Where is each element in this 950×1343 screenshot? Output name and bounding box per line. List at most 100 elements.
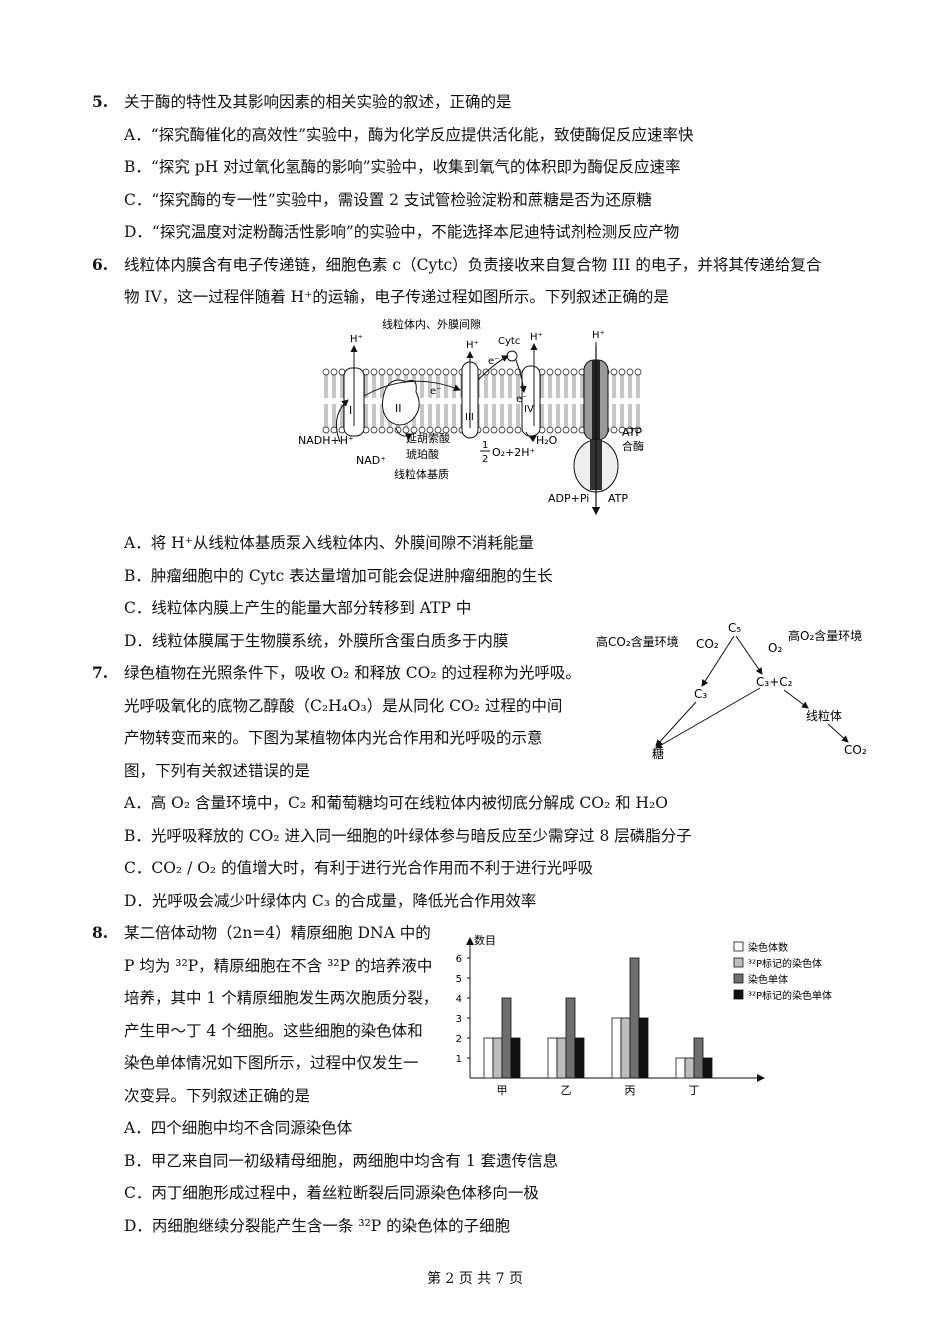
atp-label: ATP bbox=[608, 492, 628, 505]
complex-iii-label: III bbox=[465, 412, 474, 423]
water-label: H₂O bbox=[536, 434, 558, 447]
q8-stem-line4: 产生甲～丁 4 个细胞。这些细胞的染色体和 bbox=[124, 1022, 423, 1040]
legend-label: ³²P标记的染色体 bbox=[748, 957, 822, 970]
legend-swatch bbox=[733, 989, 744, 1000]
q8-stem-line1: 某二倍体动物（2n=4）精原细胞 DNA 中的 bbox=[124, 924, 431, 942]
h-plus-4: H⁺ bbox=[592, 330, 605, 341]
q7-stem-line1: 绿色植物在光照条件下，吸收 O₂ 和释放 CO₂ 的过程称为光呼吸。 bbox=[124, 664, 581, 682]
electron-transport-diagram: I II III IV 线粒体内、外膜间隙 线粒体基质 H⁺ H⁺ H⁺ H⁺ … bbox=[298, 317, 644, 516]
bar-1-3 bbox=[574, 1037, 585, 1079]
q5-option-b: B．“探究 pH 对过氧化氢酶的影响”实验中，收集到氧气的体积即为酶促反应速率 bbox=[124, 158, 681, 176]
y-tick-label: 6 bbox=[456, 954, 462, 965]
legend-label: ³²P标记的染色单体 bbox=[748, 989, 832, 1002]
electron-1: e⁻ bbox=[488, 356, 499, 367]
nadh-label: NADH+H⁺ bbox=[298, 434, 354, 447]
q7-option-c: C．CO₂ / O₂ 的值增大时，有利于进行光合作用而不利于进行光呼吸 bbox=[124, 859, 594, 877]
q5-stem: 关于酶的特性及其影响因素的相关实验的叙述，正确的是 bbox=[124, 93, 512, 111]
fumarate-label: 延胡索酸 bbox=[406, 431, 450, 445]
c3-label: C₃ bbox=[694, 687, 707, 701]
q5-option-d: D．“探究温度对淀粉酶活性影响”的实验中，不能选择本尼迪特试剂检测反应产物 bbox=[124, 223, 680, 241]
q7-option-d: D．光呼吸会减少叶绿体内 C₃ 的合成量，降低光合作用效率 bbox=[124, 892, 537, 910]
bar-0-1 bbox=[492, 1037, 503, 1079]
q6-number: 6. bbox=[92, 255, 109, 274]
q7-stem-line2: 光呼吸氧化的底物乙醇酸（C₂H₄O₃）是从同化 CO₂ 过程的中间 bbox=[124, 697, 563, 715]
category-label: 丙 bbox=[625, 1084, 636, 1097]
cytc-protein bbox=[506, 350, 518, 362]
bar-0-0 bbox=[483, 1037, 494, 1079]
co2-output-label: CO₂ bbox=[844, 743, 867, 757]
electron-3: e⁻ bbox=[516, 394, 527, 405]
q6-stem-line2: 物 IV，这一过程伴随着 H⁺的运输，电子传递过程如图所示。下列叙述正确的是 bbox=[124, 288, 669, 306]
complex-i-label: I bbox=[349, 404, 352, 417]
intermembrane-space-label: 线粒体内、外膜间隙 bbox=[382, 317, 481, 331]
page-footer: 第 2 页 共 7 页 bbox=[426, 1271, 524, 1287]
q7-option-a: A．高 O₂ 含量环境中，C₂ 和葡萄糖均可在线粒体内被彻底分解成 CO₂ 和 … bbox=[124, 794, 668, 812]
q8-option-b: B．甲乙来自同一初级精母细胞，两细胞中均含有 1 套遗传信息 bbox=[124, 1152, 559, 1170]
q7-stem-line3: 产物转变而来的。下图为某植物体内光合作用和光呼吸的示意 bbox=[124, 729, 543, 747]
h-plus-1: H⁺ bbox=[350, 334, 363, 345]
bar-3-2 bbox=[693, 1037, 704, 1079]
y-tick-label: 2 bbox=[456, 1034, 462, 1045]
half-denominator: 2 bbox=[482, 454, 488, 465]
atp-synthase-label-1: ATP bbox=[622, 426, 642, 439]
bar-0-3 bbox=[510, 1037, 521, 1079]
q7-number: 7. bbox=[92, 663, 109, 682]
category-label: 乙 bbox=[561, 1084, 572, 1097]
atp-synthase-label-2: 合酶 bbox=[622, 439, 644, 453]
legend-label: 染色体数 bbox=[748, 941, 788, 954]
bar-2-3 bbox=[638, 1017, 649, 1079]
complex-ii bbox=[382, 379, 420, 426]
bar-3-1 bbox=[684, 1057, 695, 1079]
q8-stem-line3: 培养，其中 1 个精原细胞发生两次胞质分裂， bbox=[124, 989, 439, 1007]
q6-option-d: D．线粒体膜属于生物膜系统，外膜所含蛋白质多于内膜 bbox=[124, 632, 509, 650]
high-co2-label: 高CO₂含量环境 bbox=[596, 634, 679, 649]
bar-3-0 bbox=[675, 1057, 686, 1079]
y-tick-label: 1 bbox=[456, 1054, 462, 1065]
bar-2-1 bbox=[620, 1017, 631, 1079]
photorespiration-diagram: 高CO₂含量环境 CO₂ C₅ O₂ 高O₂含量环境 C₃ C₃+C₂ 线粒体 … bbox=[596, 622, 867, 761]
q8-number: 8. bbox=[92, 923, 109, 942]
bar-0-2 bbox=[501, 997, 512, 1079]
q8-option-c: C．丙丁细胞形成过程中，着丝粒断裂后同源染色体移向一极 bbox=[124, 1184, 539, 1202]
legend-swatch bbox=[733, 973, 744, 984]
sugar-label: 糖 bbox=[652, 746, 664, 761]
bar-1-1 bbox=[556, 1037, 567, 1079]
legend-swatch bbox=[733, 941, 744, 952]
q5-option-c: C．“探究酶的专一性”实验中，需设置 2 支试管检验淀粉和蔗糖是否为还原糖 bbox=[124, 191, 652, 209]
h-plus-2: H⁺ bbox=[466, 340, 479, 351]
nad-label: NAD⁺ bbox=[356, 454, 386, 467]
bar-2-0 bbox=[611, 1017, 622, 1079]
q5-option-a: A．“探究酶催化的高效性”实验中，酶为化学反应提供活化能，致使酶促反应速率快 bbox=[124, 126, 694, 144]
matrix-label: 线粒体基质 bbox=[394, 467, 449, 481]
oxygen-label: O₂+2H⁺ bbox=[492, 446, 536, 459]
q6-option-b: B．肿瘤细胞中的 Cytc 表达量增加可能会促进肿瘤细胞的生长 bbox=[124, 567, 553, 585]
q6-stem-line1: 线粒体内膜含有电子传递链，细胞色素 c（Cytc）负责接收来自复合物 III 的… bbox=[124, 256, 822, 274]
co2-input-label: CO₂ bbox=[696, 637, 719, 651]
cytc-label: Cytc bbox=[498, 336, 520, 347]
c3-c2-label: C₃+C₂ bbox=[756, 675, 793, 689]
q6-option-c: C．线粒体内膜上产生的能量大部分转移到 ATP 中 bbox=[124, 599, 472, 617]
bar-1-2 bbox=[565, 997, 576, 1079]
q8-option-d: D．丙细胞继续分裂能产生含一条 ³²P 的染色体的子细胞 bbox=[124, 1217, 511, 1235]
bar-2-2 bbox=[629, 957, 640, 1079]
complex-iv-label: IV bbox=[524, 404, 534, 415]
high-o2-label: 高O₂含量环境 bbox=[788, 628, 862, 643]
q5-number: 5. bbox=[92, 92, 109, 111]
q6-option-a: A．将 H⁺从线粒体基质泵入线粒体内、外膜间隙不消耗能量 bbox=[124, 534, 534, 552]
q8-stem-line2: P 均为 ³²P，精原细胞在不含 ³²P 的培养液中 bbox=[124, 957, 433, 975]
adp-label: ADP+Pi bbox=[548, 492, 589, 505]
h-plus-3: H⁺ bbox=[530, 332, 543, 343]
q7-option-b: B．光呼吸释放的 CO₂ 进入同一细胞的叶绿体参与暗反应至少需穿过 8 层磷脂分… bbox=[124, 827, 692, 845]
complex-ii-label: II bbox=[395, 402, 402, 415]
category-label: 甲 bbox=[497, 1084, 508, 1097]
chromosome-bar-chart: 数目 123456 甲乙丙丁 染色体数³²P标记的染色体染色单体³²P标记的染色… bbox=[456, 934, 832, 1097]
succinate-label: 琥珀酸 bbox=[406, 447, 439, 461]
y-axis-label: 数目 bbox=[474, 934, 496, 947]
o2-input-label: O₂ bbox=[768, 641, 782, 655]
bar-3-3 bbox=[702, 1057, 713, 1079]
q8-option-a: A．四个细胞中均不含同源染色体 bbox=[124, 1119, 353, 1137]
electron-2: e⁻ bbox=[430, 386, 441, 397]
y-tick-label: 4 bbox=[456, 994, 462, 1005]
q7-stem-line4: 图，下列有关叙述错误的是 bbox=[124, 762, 311, 780]
y-tick-label: 5 bbox=[456, 974, 462, 985]
